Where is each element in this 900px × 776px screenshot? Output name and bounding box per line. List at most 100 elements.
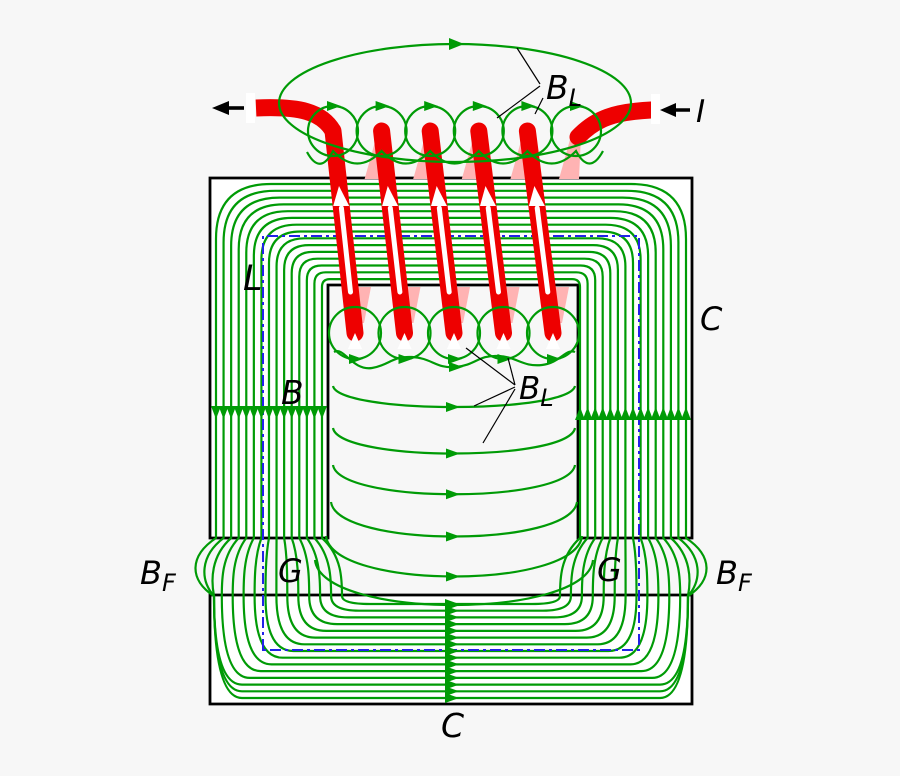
flux-down-arrowhead-icon: [256, 406, 267, 419]
flux-up-arrowhead-icon: [597, 407, 608, 420]
flux-right-arrowhead-icon: [445, 639, 459, 650]
flux-right-arrowhead-icon: [445, 632, 459, 643]
flux-direction-arrowheads: [211, 406, 691, 703]
wire-break-right: [651, 94, 660, 124]
leakage-arc: [329, 501, 579, 538]
current-out-arrowhead-icon: [212, 101, 229, 115]
flux-up-arrowhead-icon: [643, 407, 654, 420]
flux-down-arrowhead-icon: [218, 406, 229, 419]
circle-arrowhead-icon: [547, 354, 561, 364]
flux-up-arrowhead-icon: [575, 407, 586, 420]
leakage-arrowhead-icon: [446, 448, 460, 459]
flux-up-arrowhead-icon: [665, 407, 676, 420]
amperian-loop-path: [262, 235, 640, 651]
flux-right-arrowhead-icon: [445, 666, 459, 677]
core-upper-outline: [208, 176, 694, 540]
flux-down-arrowhead-icon: [263, 406, 274, 419]
flux-right-arrowhead-icon: [445, 605, 459, 616]
flux-line: [264, 230, 638, 653]
flux-line: [211, 196, 691, 686]
flux-right-arrowhead-icon: [445, 646, 459, 657]
flux-line: [275, 237, 627, 646]
current-arrow-shaft: [387, 205, 403, 295]
leakage-arc: [331, 464, 577, 496]
flux-down-arrowhead-icon: [226, 406, 237, 419]
current-arrowhead-icon: [431, 186, 447, 206]
flux-up-arrowhead-icon: [658, 407, 669, 420]
flux-right-arrowhead-icon: [445, 652, 459, 663]
coil-leakage-field: [277, 38, 633, 372]
flux-line: [220, 203, 682, 679]
current-arrowhead-icon: [528, 186, 545, 206]
flux-down-arrowhead-icon: [271, 406, 282, 419]
current-arrowhead-icon: [480, 186, 496, 206]
label-core-right: C: [700, 300, 723, 338]
current-arrowhead-icon: [382, 186, 399, 206]
label-current: I: [696, 94, 705, 130]
leakage-arrowhead-icon: [446, 531, 460, 542]
flux-right-arrowhead-icon: [445, 679, 459, 690]
flux-right-arrowhead-icon: [445, 619, 459, 630]
circle-arrowhead-icon: [497, 354, 512, 364]
flux-right-arrowhead-icon: [445, 686, 459, 697]
current-arrow-shaft: [485, 205, 501, 295]
circle-arrowhead-icon: [398, 354, 413, 364]
callout-lines: [465, 47, 544, 444]
label-flux-density: B: [281, 373, 304, 412]
circle-arrowhead-icon: [349, 354, 363, 364]
flux-up-arrowhead-icon: [612, 407, 623, 420]
flux-down-arrowhead-icon: [248, 406, 259, 419]
label-gap-left: G: [278, 552, 303, 590]
turn-field-circles: [306, 101, 603, 364]
flux-up-arrowhead-icon: [590, 407, 601, 420]
flux-right-arrowhead-icon: [445, 625, 459, 636]
flux-up-arrowhead-icon: [673, 407, 684, 420]
flux-down-arrowhead-icon: [241, 406, 252, 419]
leakage-arc: [324, 535, 584, 578]
label-core-bottom: C: [441, 706, 464, 745]
label-fringing-left: BF: [140, 554, 177, 597]
leakage-arrowhead-icon: [446, 489, 460, 500]
coil-entry-wire: [569, 101, 660, 146]
flux-line: [290, 250, 612, 632]
flux-up-arrowhead-icon: [605, 407, 616, 420]
flux-line: [313, 271, 589, 612]
flux-line: [242, 216, 660, 666]
current-arrow-shaft: [338, 205, 353, 295]
window-leakage-field-lines: [313, 385, 595, 610]
flux-up-arrowhead-icon: [635, 407, 646, 420]
label-leakage-top: BL: [546, 68, 582, 112]
flux-up-arrowhead-icon: [628, 407, 639, 420]
wire-notch: [397, 333, 412, 349]
wire-end-notches: [348, 333, 560, 349]
flux-down-arrowhead-icon: [279, 406, 290, 419]
flux-up-arrowhead-icon: [620, 407, 631, 420]
circle-arrowhead-icon: [570, 101, 584, 111]
current-arrow-shaft: [534, 205, 551, 295]
flux-up-arrowhead-icon: [582, 407, 593, 420]
flux-down-arrowhead-icon: [301, 406, 312, 419]
flux-line: [231, 210, 671, 673]
circle-arrowhead-icon: [375, 101, 390, 111]
flux-down-arrowhead-icon: [211, 406, 221, 419]
circle-arrowhead-icon: [327, 101, 341, 111]
label-amperian-path: L: [243, 259, 263, 299]
flux-down-arrowhead-icon: [286, 406, 297, 419]
wire-break-left: [246, 93, 255, 123]
flux-line: [320, 278, 582, 606]
flux-line: [305, 264, 597, 619]
flux-right-arrowhead-icon: [445, 599, 459, 610]
flux-right-arrowhead-icon: [445, 693, 459, 703]
current-terminals: [212, 93, 690, 124]
label-fringing-right: BF: [716, 554, 753, 597]
circle-arrowhead-icon: [448, 354, 462, 364]
label-gap-right: G: [597, 551, 622, 589]
flux-down-arrowhead-icon: [233, 406, 244, 419]
current-arrow-shaft: [436, 205, 452, 295]
current-in-arrowhead-icon: [660, 103, 676, 117]
wire-notch: [348, 333, 362, 349]
flux-down-arrowhead-icon: [309, 406, 320, 419]
window-wavy-arrowhead-icon: [449, 362, 463, 372]
flux-down-arrowhead-icon: [294, 406, 305, 419]
